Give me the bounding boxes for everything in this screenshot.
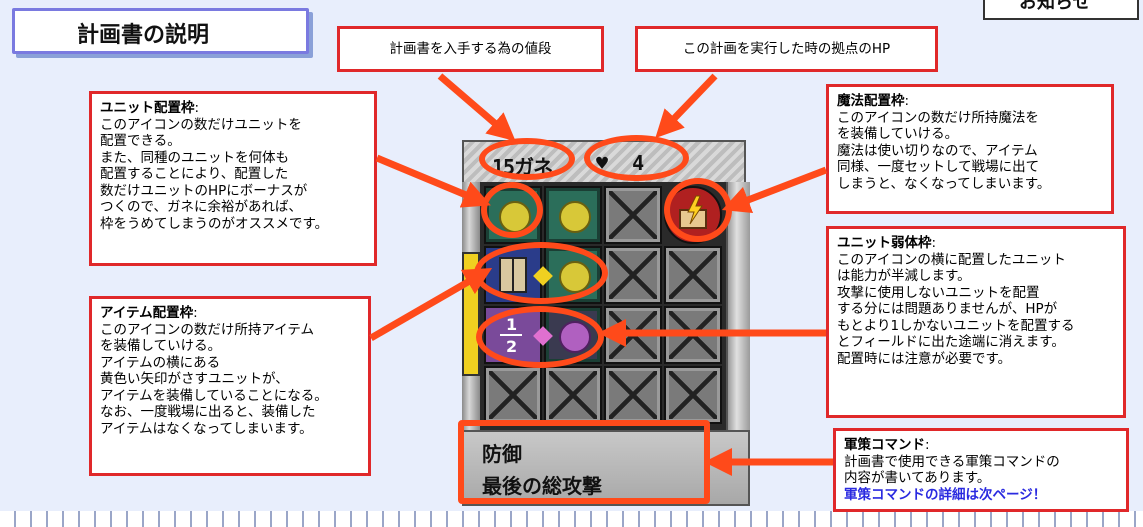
item-slot-callout: アイテム配置枠: このアイコンの数だけ所持アイテム を装備していける。 アイテム…: [89, 296, 371, 476]
command-colon: :: [925, 437, 930, 453]
bottom-strip: [0, 511, 1143, 527]
unit-slot-line: 枠をうめてしまうのがオススメです。: [100, 215, 329, 232]
price-callout: 計画書を入手する為の値段: [337, 26, 604, 72]
unit-slot-highlight-ring: [481, 182, 543, 238]
magic-slot-arrow: [721, 166, 828, 214]
empty-slot-cell[interactable]: [604, 186, 662, 244]
item-slot-line: アイテムはなくなってしまいます。: [100, 420, 313, 437]
item-slot-arrow: [369, 267, 493, 342]
notice-label: お知らせ: [1019, 0, 1091, 13]
weaken-slot-line: とフィールドに出た途端に消えます。: [837, 334, 1065, 350]
cost-highlight-ring: [479, 138, 575, 180]
item-slot-line: 黄色い矢印がさすユニットが、: [100, 371, 289, 387]
unit-slot-line: 配置することにより、配置した: [100, 166, 289, 182]
command-callout: 軍策コマンド: 計画書で使用できる軍策コマンドの 内容が書いてあります。 軍策コ…: [833, 428, 1129, 512]
item-slot-line: アイテムを装備していることになる。: [100, 387, 328, 404]
magic-slot-line: 同様、一度セットして戦場に出て: [837, 159, 1040, 175]
unit-slot-line: 配置できる。: [100, 133, 181, 149]
weaken-slot-line: する分には問題ありませんが、HPが: [837, 301, 1058, 317]
unit-slot-cell[interactable]: [544, 186, 602, 244]
unit-slot-arrow: [375, 154, 491, 208]
empty-slot-cell[interactable]: [604, 366, 662, 424]
weaken-slot-line: は能力が半減します。: [837, 268, 971, 284]
item-slot-line: を装備していける。: [100, 338, 222, 354]
empty-slot-cell[interactable]: [664, 246, 722, 304]
command-title: 軍策コマンド: [844, 437, 925, 453]
item-slot-line: なお、一度戦場に出ると、装備した: [100, 404, 316, 420]
base-hp-callout: この計画を実行した時の拠点のHP: [635, 26, 938, 72]
right-rail: [726, 182, 750, 472]
magic-slot-callout: 魔法配置枠: このアイコンの数だけ所持魔法を を装備していける。 魔法は使い切り…: [826, 84, 1114, 214]
item-slot-line: アイテムの横にある: [100, 354, 221, 371]
weaken-slot-callout: ユニット弱体枠: このアイコンの横に配置したユニット は能力が半減します。 攻撃…: [826, 226, 1126, 418]
magic-slot-line: しまうと、なくなってしまいます。: [837, 175, 1051, 192]
magic-slot-line: を装備していける。: [837, 126, 959, 142]
weaken-slot-title: ユニット弱体枠: [837, 235, 932, 251]
notice-button[interactable]: お知らせ: [983, 0, 1139, 20]
page-title: 計画書の説明: [77, 23, 210, 48]
magic-slot-line: このアイコンの数だけ所持魔法を: [837, 109, 1039, 126]
hp-arrow: [655, 73, 718, 139]
command-line: 計画書で使用できる軍策コマンドの: [844, 453, 1060, 470]
magic-slot-colon: :: [904, 93, 910, 109]
weaken-slot-line: このアイコンの横に配置したユニット: [837, 251, 1066, 268]
price-callout-text: 計画書を入手する為の値段: [389, 40, 552, 57]
empty-slot-cell[interactable]: [544, 366, 602, 424]
item-slot-title: アイテム配置枠: [100, 305, 194, 321]
unit-slot-line: また、同種のユニットを何体も: [100, 149, 289, 166]
empty-slot-cell[interactable]: [604, 246, 662, 304]
title-tab: 計画書の説明: [12, 8, 309, 54]
unit-slot-callout: ユニット配置枠: このアイコンの数だけユニットを 配置できる。 また、同種のユニ…: [89, 91, 377, 266]
command-item[interactable]: 最後の総攻撃: [482, 474, 602, 498]
weaken-slot-line: もとより1しかないユニットを配置する: [837, 317, 1075, 334]
hp-highlight-ring: [584, 135, 689, 181]
empty-slot-cell[interactable]: [664, 366, 722, 424]
base-hp-callout-text: この計画を実行した時の拠点のHP: [682, 40, 891, 57]
command-list: 防御 最後の総攻撃: [462, 430, 750, 506]
weaken-slot-colon: :: [931, 235, 937, 251]
magic-slot-line: 魔法は使い切りなので、アイテム: [837, 142, 1038, 159]
command-detail-link[interactable]: 軍策コマンドの詳細は次ページ！: [844, 486, 1047, 503]
command-item[interactable]: 防御: [482, 442, 522, 466]
price-arrow: [437, 73, 516, 142]
weaken-slot-line: 攻撃に使用しないユニットを配置: [837, 284, 1040, 301]
unit-slot-line: このアイコンの数だけユニットを: [100, 116, 302, 133]
magic-slot-title: 魔法配置枠: [837, 93, 905, 109]
unit-slot-title: ユニット配置枠: [100, 100, 195, 116]
unit-slot-line: 数だけユニットのHPにボーナスが: [100, 182, 308, 199]
unit-slot-colon: :: [194, 100, 200, 116]
command-line: 内容が書いてあります。: [844, 470, 991, 486]
item-slot-colon: :: [193, 305, 198, 321]
unit-slot-line: つくので、ガネに余裕があれば、: [100, 199, 302, 215]
item-slot-line: このアイコンの数だけ所持アイテム: [100, 321, 314, 338]
unit-face-icon: [559, 201, 591, 233]
weaken-slot-line: 配置時には注意が必要です。: [837, 350, 1012, 367]
